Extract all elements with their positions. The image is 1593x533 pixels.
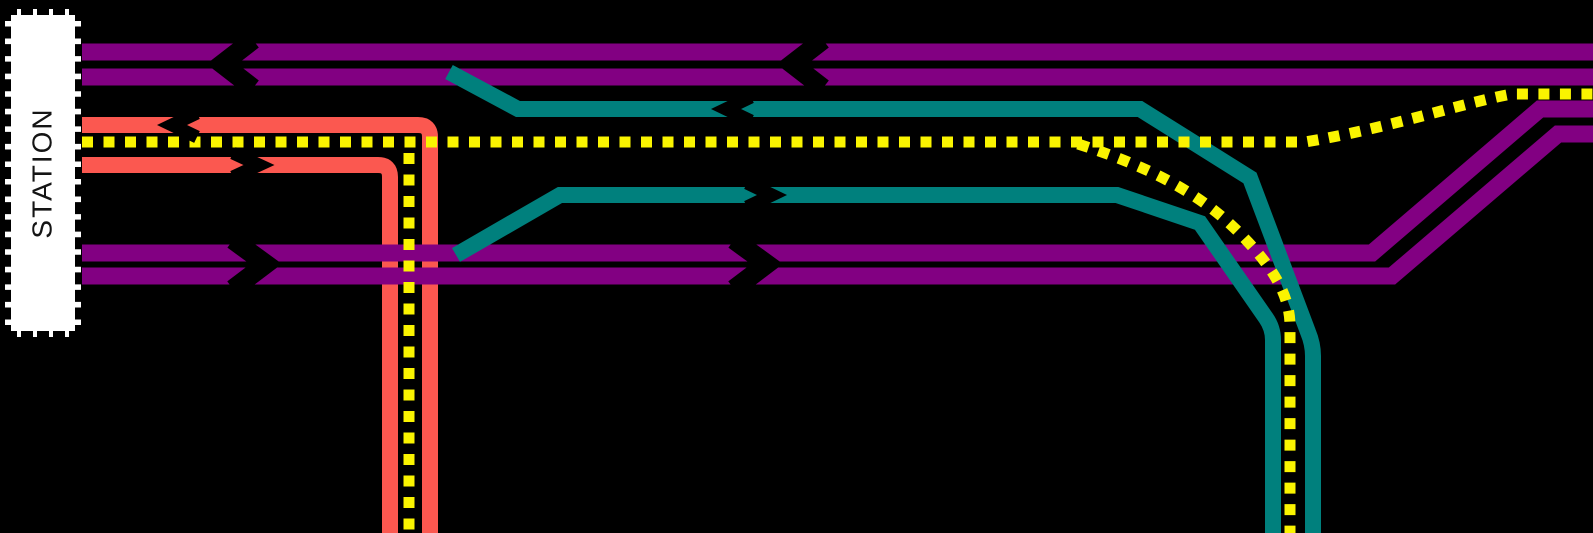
arrow-teal-lower-east xyxy=(744,177,788,213)
arrow-red-lower-east xyxy=(230,147,275,183)
station-box: STATION xyxy=(5,9,81,337)
red-line-lower xyxy=(82,157,398,533)
arrow-purple-pair-top-west-2 xyxy=(776,32,829,96)
arrow-purple-pair-top-west-1 xyxy=(206,32,259,96)
station-label: STATION xyxy=(27,107,58,239)
teal-line-upper xyxy=(445,64,1321,533)
arrow-red-upper-west xyxy=(156,107,200,143)
teal-line-lower xyxy=(452,187,1281,533)
arrow-purple-pair-bottom-east-1 xyxy=(227,232,282,297)
red-line-upper xyxy=(82,117,438,533)
arrow-teal-upper-west xyxy=(710,91,754,127)
yellow-route-main xyxy=(82,88,1593,148)
arrow-purple-pair-bottom-east-2 xyxy=(728,232,783,297)
purple-line-3 xyxy=(82,100,1593,262)
